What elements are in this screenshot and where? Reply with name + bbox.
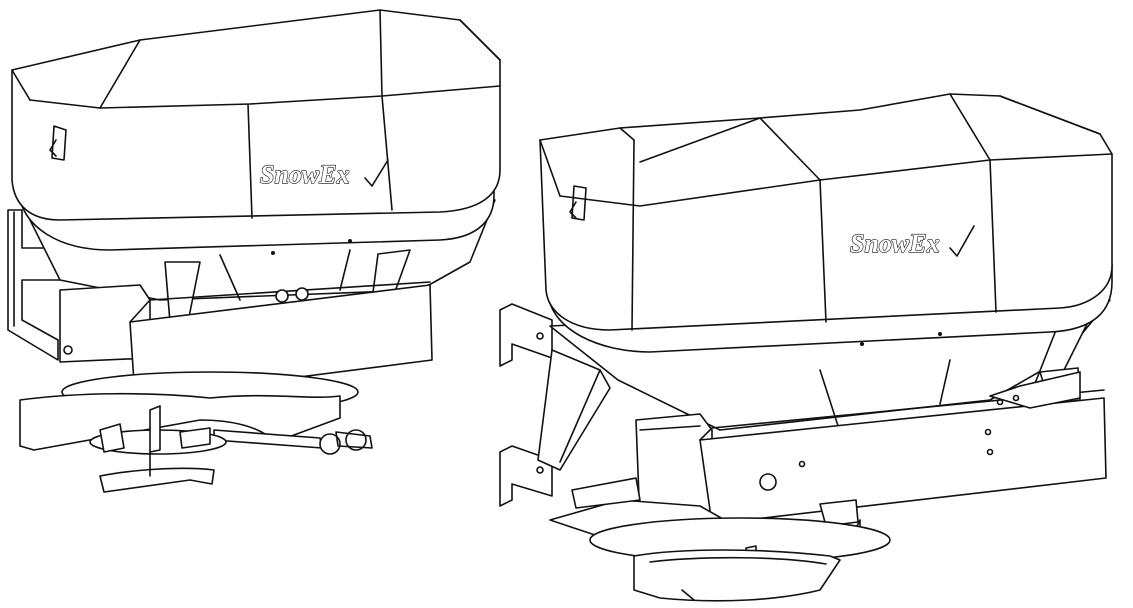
support-leg [537, 349, 611, 471]
inspection-hole [759, 473, 777, 491]
deflector-guard [633, 549, 841, 602]
latch-icon [569, 185, 587, 221]
chute-shroud [129, 284, 433, 399]
mount-rail-left [499, 303, 553, 367]
brand-logo: SnowEx [260, 160, 350, 189]
spreader-small: SnowEx [7, 9, 501, 493]
spinner-lower [99, 467, 215, 493]
spreader-large: SnowEx [499, 93, 1113, 602]
mount-bracket-left [7, 209, 61, 361]
latch-icon [49, 125, 67, 161]
chute-shroud [699, 397, 1107, 525]
brand-logo: SnowEx [850, 229, 940, 258]
hopper-cover [539, 93, 1113, 331]
hopper-cover [11, 9, 501, 221]
mount-rail-right [989, 371, 1081, 409]
support-strut [164, 261, 201, 323]
